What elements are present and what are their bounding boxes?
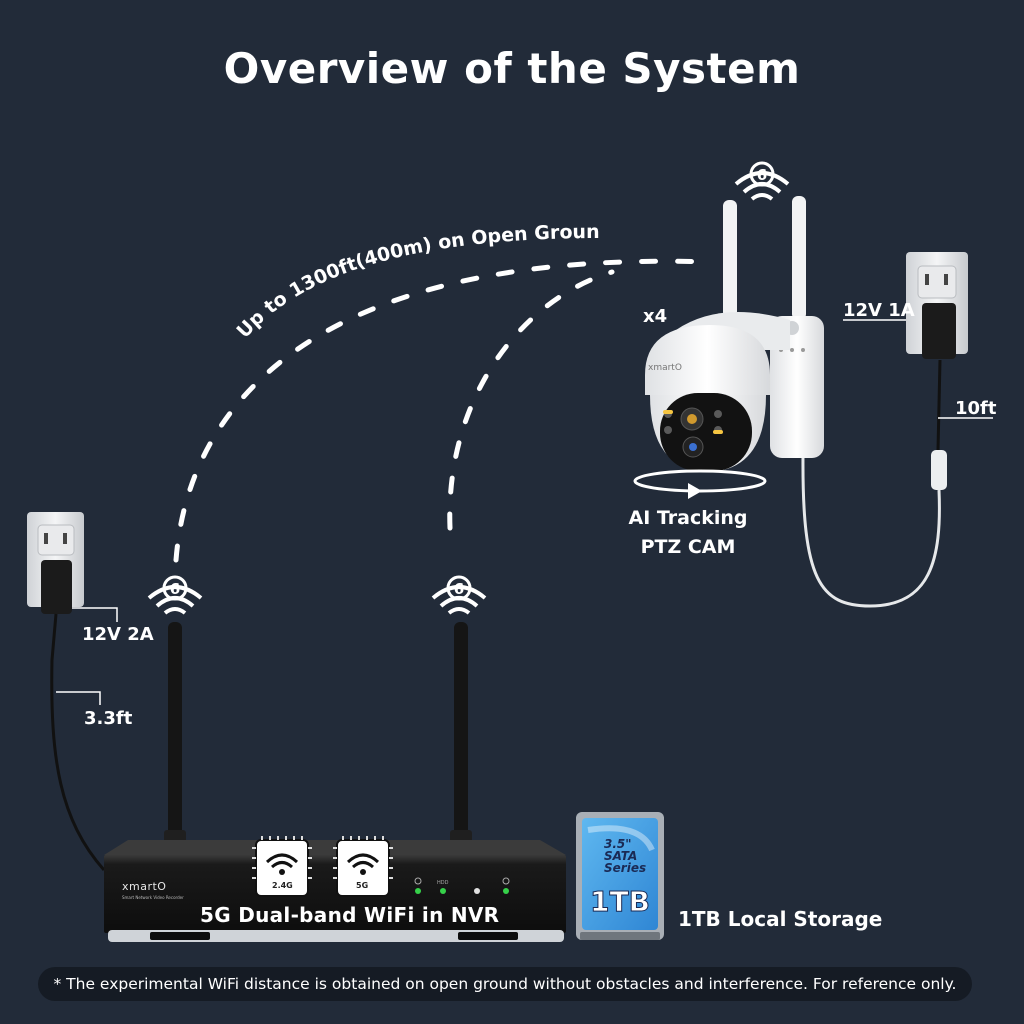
nvr-cable-length: 3.3ft (84, 708, 133, 729)
camera-cable-white (801, 454, 941, 608)
nvr-led-label: HDD (437, 880, 449, 886)
wifi6-icon (431, 575, 487, 615)
camera-caption-line1: AI Tracking (628, 507, 748, 529)
hdd-series: Series (604, 861, 646, 875)
camera-power-outlet (906, 252, 968, 359)
wifi6-badge-left: 6 (170, 580, 180, 598)
chip-5g (333, 836, 393, 897)
wifi6-badge-right: 6 (454, 580, 464, 598)
camera-power-spec: 12V 1A (843, 300, 915, 321)
hdd-capacity: 1TB (590, 885, 650, 918)
nvr-antenna-left (168, 622, 182, 854)
nvr-power-callout (72, 607, 118, 622)
camera-power-cable (936, 359, 942, 451)
nvr-cable-callout (56, 691, 101, 705)
nvr-power-spec: 12V 2A (82, 624, 154, 645)
chip-5g-label: 5G (356, 881, 368, 890)
range-arc-inner (447, 269, 615, 531)
range-text: Up to 1300ft(400m) on Open Ground (0, 0, 600, 342)
hdd-size: 3.5" (604, 837, 632, 851)
wifi6-badge-camera: 6 (757, 166, 767, 184)
wifi6-icon (734, 161, 790, 201)
page-title: Overview of the System (223, 44, 801, 93)
cable-connector (931, 450, 947, 490)
nvr-power-cable (50, 613, 106, 871)
rotation-arrow (633, 469, 767, 493)
camera-count: x4 (643, 306, 667, 327)
chip-2-4g-label: 2.4G (272, 881, 293, 890)
wifi6-icon (147, 575, 203, 615)
hard-drive (576, 812, 664, 940)
nvr-brand-sub: Smart Network Video Recorder (122, 895, 184, 900)
camera-brand: xmartO (648, 363, 682, 373)
nvr-label: 5G Dual-band WiFi in NVR (200, 903, 500, 927)
ptz-camera (645, 196, 824, 472)
hdd-interface: SATA (604, 849, 637, 863)
rotation-arrow-head (688, 483, 702, 499)
nvr-brand: xmartO (122, 880, 166, 893)
nvr-antenna-right (454, 622, 468, 854)
chip-2-4g (252, 836, 312, 897)
camera-cable-length: 10ft (955, 398, 997, 419)
storage-label: 1TB Local Storage (678, 907, 883, 931)
nvr-power-outlet (27, 512, 84, 614)
camera-caption-line2: PTZ CAM (640, 536, 736, 558)
range-arc-outer (173, 258, 713, 563)
camera-caption: AI Tracking PTZ CAM (622, 504, 754, 562)
disclaimer-footnote: * The experimental WiFi distance is obta… (38, 967, 972, 1001)
